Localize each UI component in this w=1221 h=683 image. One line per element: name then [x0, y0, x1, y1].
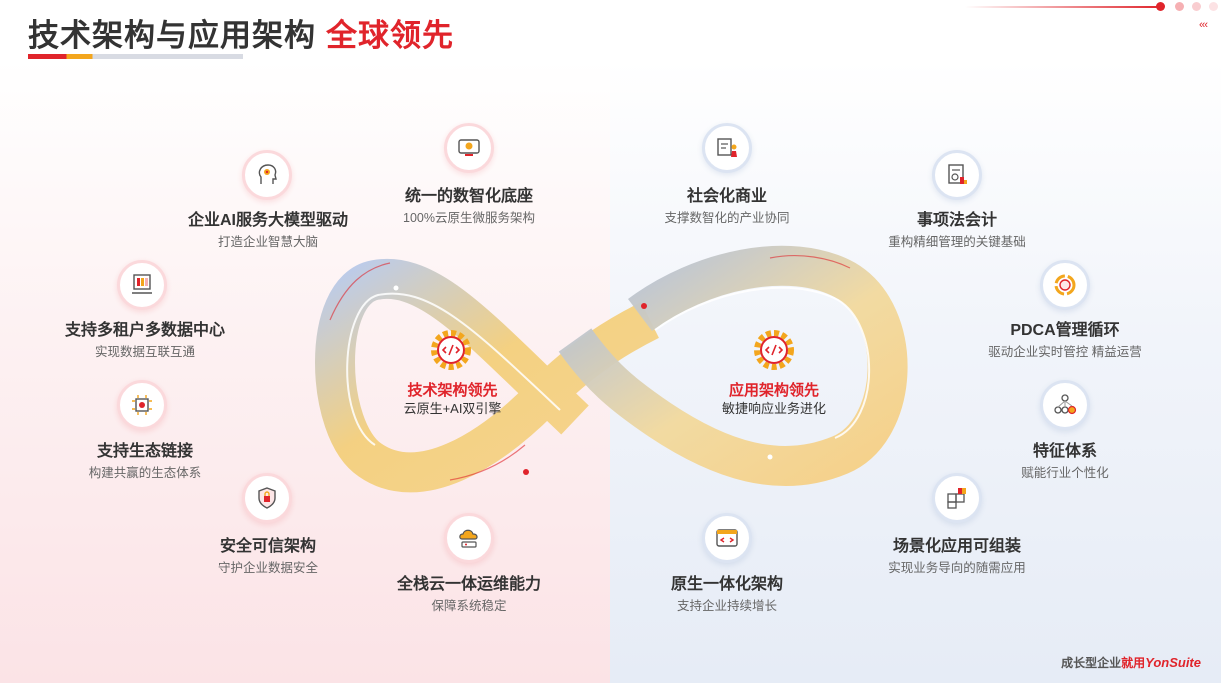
feature-subtitle: 支撑数智化的产业协同 [664, 211, 790, 225]
loop-dot [393, 285, 399, 291]
feature-multi-tenant: 支持多租户多数据中心 实现数据互联互通 [55, 321, 235, 361]
slide-dot-2[interactable] [1175, 2, 1184, 11]
feature-subtitle: 构建共赢的生态体系 [88, 466, 202, 480]
feature-title: 全栈云一体运维能力 [396, 576, 541, 593]
loop-dot [523, 469, 529, 475]
shield-icon [242, 473, 292, 523]
puzzle-icon [932, 473, 982, 523]
feature-title: 事项法会计 [916, 212, 997, 229]
feature-title: 场景化应用可组装 [892, 538, 1021, 555]
right-gear-code-icon [754, 330, 794, 370]
cycle-icon [1040, 260, 1090, 310]
footer-mid: 就用 [1121, 656, 1146, 670]
feature-title: 社会化商业 [686, 188, 767, 205]
feature-characteristics: 特征体系 赋能行业个性化 [985, 442, 1145, 482]
feature-subtitle: 守护企业数据安全 [217, 561, 318, 575]
data-center-icon [117, 260, 167, 310]
feature-subtitle: 重构精细管理的关键基础 [888, 235, 1026, 249]
feature-title: 支持多租户多数据中心 [64, 322, 225, 339]
monitor-gear-icon [444, 123, 494, 173]
code-window-icon [702, 513, 752, 563]
feature-network-icon [1040, 380, 1090, 430]
feature-subtitle: 赋能行业个性化 [1021, 466, 1109, 480]
feature-subtitle: 打造企业智慧大脑 [217, 235, 318, 249]
page-title: 技术架构与应用架构全球领先 [28, 10, 454, 55]
feature-security: 安全可信架构 守护企业数据安全 [188, 537, 348, 577]
feature-title: 统一的数智化底座 [404, 188, 533, 205]
right-center-subtitle: 敏捷响应业务进化 [721, 401, 826, 416]
feature-title: 原生一体化架构 [670, 576, 783, 593]
feature-title: PDCA管理循环 [1010, 322, 1120, 339]
feature-cloud-ops: 全栈云一体运维能力 保障系统稳定 [389, 575, 549, 615]
ecosystem-chip-icon [117, 380, 167, 430]
feature-title: 特征体系 [1032, 443, 1097, 460]
loop-right-band [558, 245, 908, 486]
left-center-subtitle: 云原生+AI双引擎 [403, 401, 502, 416]
loop-dot [767, 454, 773, 460]
feature-social-business: 社会化商业 支撑数智化的产业协同 [647, 187, 807, 227]
feature-subtitle: 保障系统稳定 [431, 599, 507, 613]
feature-title: 安全可信架构 [219, 538, 316, 555]
loop-left-band [315, 258, 659, 493]
left-gear-code-icon [431, 330, 471, 370]
feature-ai-model: 企业AI服务大模型驱动 打造企业智慧大脑 [178, 211, 358, 251]
feature-subtitle: 实现业务导向的随需应用 [888, 561, 1026, 575]
page-title-highlight: 全球领先 [326, 18, 454, 53]
footer-brand: 成长型企业就用YonSuite [1061, 654, 1201, 671]
left-center-label: 技术架构领先 云原生+AI双引擎 [395, 382, 510, 417]
cloud-ops-icon [444, 513, 494, 563]
footer-prefix: 成长型企业 [1061, 656, 1122, 670]
page-title-main: 技术架构与应用架构 [28, 18, 316, 53]
feature-ecosystem: 支持生态链接 构建共赢的生态体系 [65, 442, 225, 482]
feature-subtitle: 实现数据互联互通 [94, 345, 195, 359]
left-center-title: 技术架构领先 [407, 382, 498, 399]
feature-unified-foundation: 统一的数智化底座 100%云原生微服务架构 [389, 187, 549, 227]
social-business-icon [702, 123, 752, 173]
feature-subtitle: 支持企业持续增长 [676, 599, 777, 613]
feature-pdca: PDCA管理循环 驱动企业实时管控 精益运营 [975, 321, 1155, 361]
feature-title: 企业AI服务大模型驱动 [187, 212, 348, 229]
slide-dot-3[interactable] [1192, 2, 1201, 11]
accounting-doc-icon [932, 150, 982, 200]
slide-dot-4[interactable] [1209, 2, 1218, 11]
footer-logo-text: YonSuite [1145, 655, 1201, 670]
right-center-label: 应用架构领先 敏捷响应业务进化 [715, 382, 833, 417]
ai-head-icon [242, 150, 292, 200]
feature-accounting: 事项法会计 重构精细管理的关键基础 [877, 211, 1037, 251]
top-decor-line [965, 6, 1162, 8]
nav-arrows-icon[interactable]: ‹‹‹ [1199, 19, 1208, 31]
feature-native-integration: 原生一体化架构 支持企业持续增长 [647, 575, 807, 615]
feature-composable-apps: 场景化应用可组装 实现业务导向的随需应用 [877, 537, 1037, 577]
right-center-title: 应用架构领先 [728, 382, 819, 399]
loop-dot [641, 303, 647, 309]
slide-dot-1[interactable] [1156, 2, 1165, 11]
title-underline [28, 54, 243, 59]
feature-title: 支持生态链接 [96, 443, 193, 460]
feature-subtitle: 驱动企业实时管控 精益运营 [988, 345, 1142, 359]
feature-subtitle: 100%云原生微服务架构 [403, 211, 535, 225]
